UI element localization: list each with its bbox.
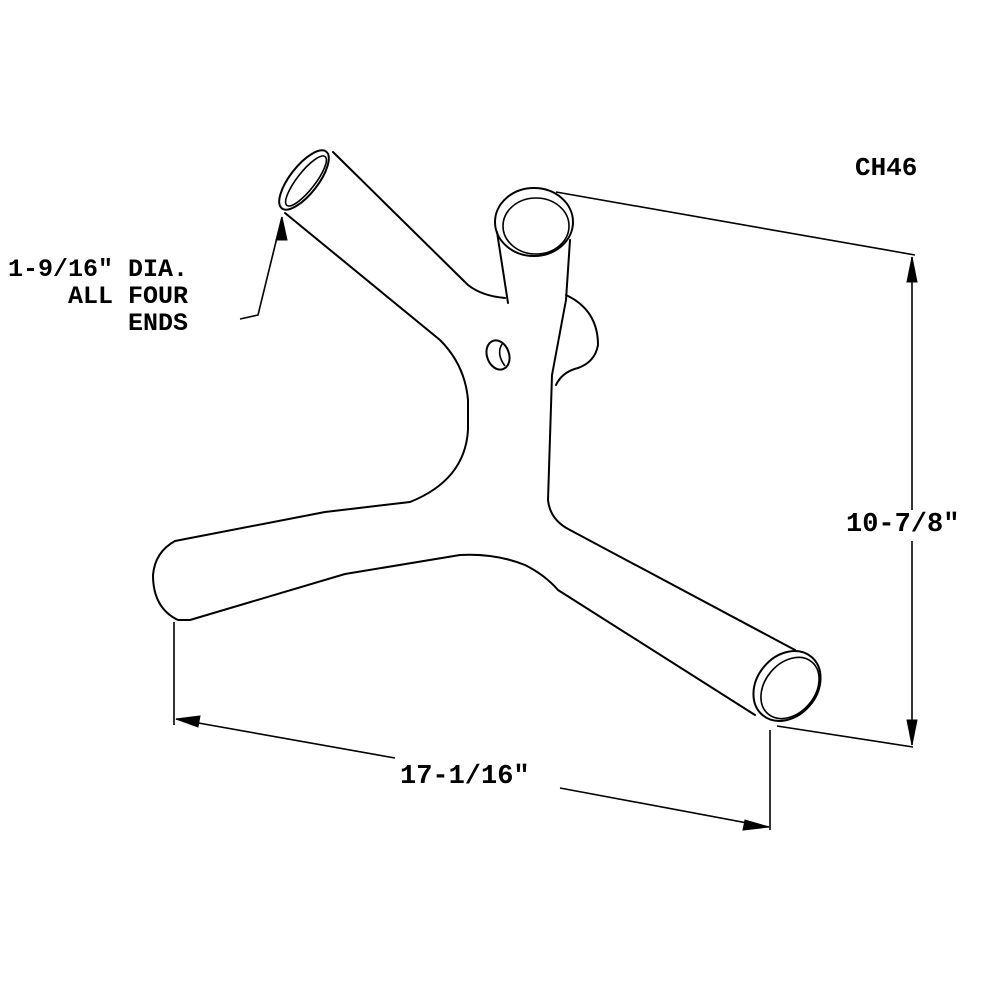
diameter-note-line3: ENDS [128,309,189,338]
width-dimension-lines [173,622,771,831]
upper-left-tube [278,149,506,503]
width-dimension-label: 17-1/16" [398,762,532,792]
upper-vertical-tube [485,187,599,531]
diameter-note-line2: ALL FOUR [68,282,189,311]
left-arm [152,501,526,621]
lower-right-arm [524,529,822,722]
diameter-note-line1: 1-9/16" DIA. [8,255,189,284]
height-dimension-label: 10-7/8" [846,510,960,541]
diameter-leader [239,216,288,320]
height-dimension-lines [555,191,918,748]
part-number-label: CH46 [855,153,918,183]
